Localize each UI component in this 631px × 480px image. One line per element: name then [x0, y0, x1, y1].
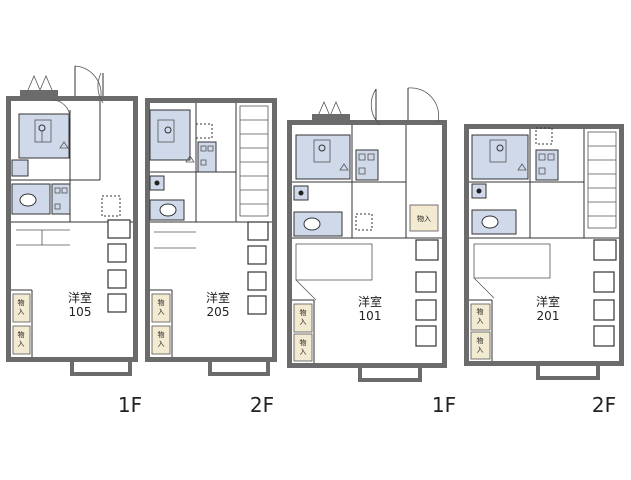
- unit-105-floor-label: 1F: [118, 393, 142, 417]
- unit-105-storage-2-char-1: 物: [18, 330, 25, 339]
- unit-201-storage-1-char-2: 入: [477, 317, 484, 325]
- unit-105-number: 105: [69, 305, 92, 319]
- unit-101-plan: 洋室 101 物入 物 入 物 入: [287, 87, 447, 382]
- unit-101-room-type: 洋室: [358, 294, 382, 309]
- unit-201-floor-label: 2F: [592, 393, 616, 417]
- unit-205-storage-1-char-1: 物: [158, 298, 165, 307]
- unit-201-number: 201: [537, 309, 560, 323]
- unit-101-storage-2-char-1: 物: [300, 308, 307, 317]
- unit-201-storage-2-char-1: 物: [477, 336, 484, 345]
- unit-105-storage-1-char-2: 入: [18, 308, 25, 316]
- unit-201-plan: 洋室 201 物 入 物 入: [464, 124, 624, 380]
- unit-101-storage-3-char-2: 入: [300, 348, 307, 356]
- unit-101-storage-3-char-1: 物: [300, 338, 307, 347]
- unit-205-number: 205: [207, 305, 230, 319]
- unit-105-room-type: 洋室: [68, 290, 92, 305]
- unit-201-storage-2-char-2: 入: [477, 346, 484, 354]
- unit-205-storage-1-char-2: 入: [158, 308, 165, 316]
- unit-205-floor-label: 2F: [250, 393, 274, 417]
- unit-101-number: 101: [359, 309, 382, 323]
- unit-205-storage-2-char-2: 入: [158, 340, 165, 348]
- unit-105-storage-1-char-1: 物: [18, 298, 25, 307]
- unit-205-plan: 洋室 205 物 入 物 入: [145, 98, 277, 376]
- unit-205-storage-2-char-1: 物: [158, 330, 165, 339]
- unit-201-room-type: 洋室: [536, 294, 560, 309]
- unit-205-room-type: 洋室: [206, 290, 230, 305]
- unit-101-floor-label: 1F: [432, 393, 456, 417]
- unit-101-storage-1: 物入: [417, 214, 431, 223]
- unit-201-storage-1-char-1: 物: [477, 307, 484, 316]
- unit-101-storage-2-char-2: 入: [300, 318, 307, 326]
- unit-105-storage-2-char-2: 入: [18, 340, 25, 348]
- unit-105-plan: 洋室 105 物 入 物 入: [6, 65, 138, 376]
